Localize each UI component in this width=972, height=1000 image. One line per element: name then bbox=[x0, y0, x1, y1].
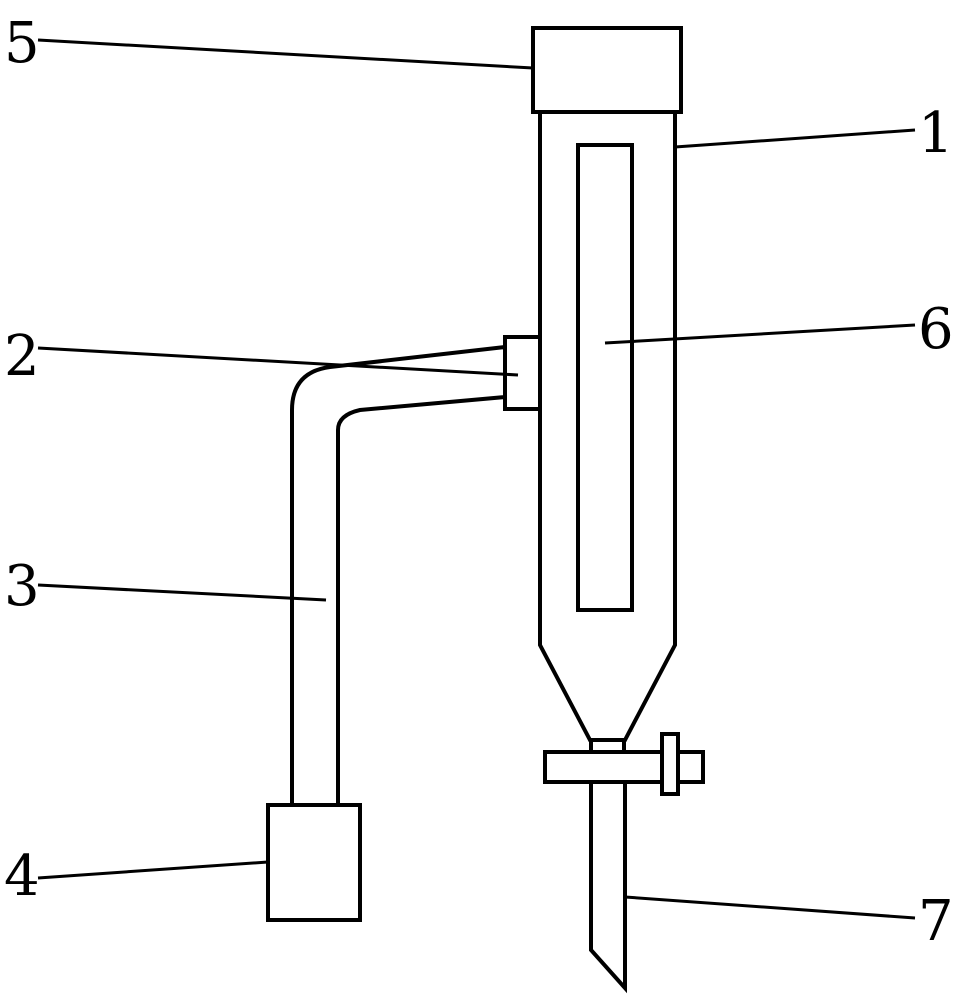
callout-7: 7 bbox=[918, 889, 954, 954]
callout-6: 6 bbox=[918, 297, 954, 362]
callout-4: 4 bbox=[4, 844, 40, 909]
inner-element bbox=[578, 145, 632, 610]
leader-4 bbox=[38, 862, 268, 878]
leader-7 bbox=[625, 897, 915, 918]
top-cap bbox=[533, 28, 681, 112]
valve-handle-ring bbox=[662, 734, 678, 794]
callout-3: 3 bbox=[4, 554, 40, 619]
leader-3 bbox=[38, 585, 326, 600]
outlet-spout bbox=[591, 782, 625, 988]
callout-2: 2 bbox=[4, 324, 40, 389]
leader-1 bbox=[675, 130, 915, 147]
callout-5: 5 bbox=[4, 11, 40, 76]
valve-handle-stem bbox=[678, 752, 703, 782]
leader-5 bbox=[38, 40, 533, 68]
bent-pipe bbox=[292, 347, 505, 805]
callout-1: 1 bbox=[918, 101, 954, 166]
bottom-block bbox=[268, 805, 360, 920]
valve-body bbox=[545, 752, 663, 782]
side-connector bbox=[505, 337, 540, 409]
